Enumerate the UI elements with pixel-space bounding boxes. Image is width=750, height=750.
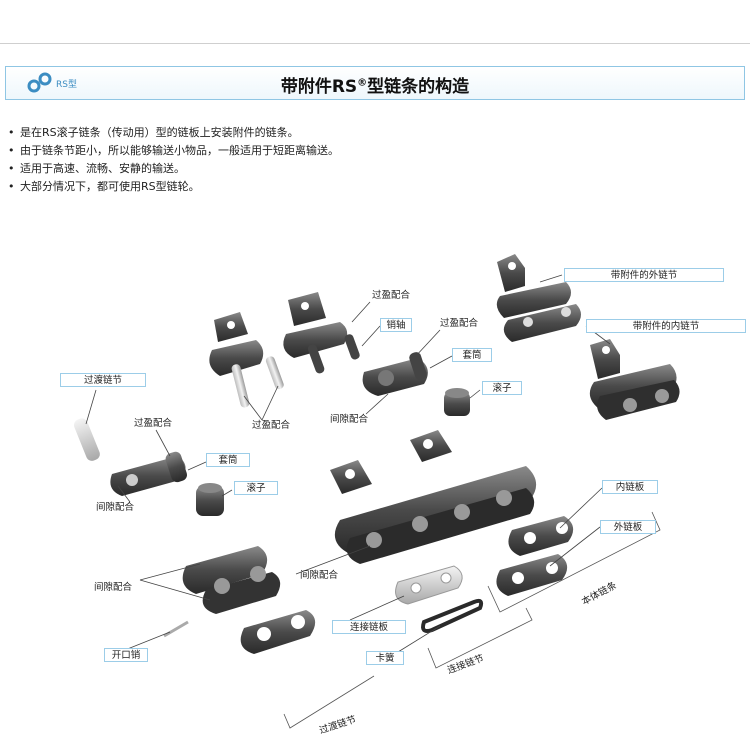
- label-clearance-fit-4: 间隙配合: [94, 582, 133, 593]
- section-header: RS型 带附件RS®型链条的构造: [5, 66, 745, 100]
- roller-2-part: [196, 483, 224, 516]
- label-spring-clip: 卡簧: [366, 651, 404, 665]
- label-roller-1: 滚子: [482, 381, 522, 395]
- label-clearance-fit-3: 间隙配合: [300, 570, 339, 581]
- feature-item: 是在RS滚子链条（传动用）型的链板上安装附件的链条。: [8, 124, 339, 142]
- connecting-plate-part: [395, 565, 463, 605]
- connecting-link-assembly: [182, 546, 281, 614]
- outer-link-with-attachment: [496, 254, 581, 342]
- label-clearance-fit-1: 间隙配合: [330, 414, 369, 425]
- assembled-chain: [330, 430, 537, 564]
- attachment-plate-with-pins-2: [283, 292, 360, 374]
- label-pin: 销轴: [380, 318, 412, 332]
- title-tail: 型链条的构造: [367, 77, 470, 97]
- feature-item: 由于链条节距小，所以能够输送小物品，一般适用于短距离输送。: [8, 142, 339, 160]
- label-interference-fit-2: 过盈配合: [440, 318, 479, 329]
- feature-item: 大部分情况下，都可使用RS型链轮。: [8, 178, 339, 196]
- top-divider: [0, 43, 750, 44]
- feature-item: 适用于高速、流畅、安静的输送。: [8, 160, 339, 178]
- chain-link-logo-icon: [27, 72, 52, 93]
- label-inner-link-attachment: 带附件的内链节: [586, 319, 746, 333]
- attachment-plate-with-pins-1: [209, 312, 284, 408]
- roller-1-part: [444, 388, 470, 416]
- loose-outer-plate: [240, 610, 316, 654]
- title-main: 带附件RS: [280, 77, 358, 97]
- spring-clip-part: [421, 598, 484, 633]
- inner-plate-part: [508, 516, 574, 556]
- feature-list: 是在RS滚子链条（传动用）型的链板上安装附件的链条。 由于链条节距小，所以能够输…: [8, 124, 339, 196]
- cotter-pin-part: [163, 620, 189, 638]
- outer-plate-part: [496, 554, 568, 596]
- inner-plate-with-bushes: [362, 352, 428, 396]
- series-tag: RS型: [56, 80, 77, 90]
- transition-pin: [74, 418, 100, 461]
- page-title: 带附件RS®型链条的构造: [6, 72, 744, 97]
- offset-plate-with-bush: [110, 451, 187, 496]
- label-clearance-fit-2: 间隙配合: [96, 502, 135, 513]
- label-outer-plate: 外链板: [600, 520, 656, 534]
- inner-link-with-attachment: [589, 339, 680, 420]
- label-outer-link-attachment: 带附件的外链节: [564, 268, 724, 282]
- label-bush-1: 套筒: [452, 348, 492, 362]
- leader-lines: [85, 274, 611, 653]
- label-bush-2: 套筒: [206, 453, 250, 467]
- label-roller-2: 滚子: [234, 481, 278, 495]
- label-connecting-plate: 连接链板: [332, 620, 406, 634]
- label-interference-fit-3: 过盈配合: [252, 420, 291, 431]
- range-brackets: [283, 511, 661, 729]
- label-cotter-pin: 开口销: [104, 648, 148, 662]
- label-interference-fit-1: 过盈配合: [372, 290, 411, 301]
- label-interference-fit-4: 过盈配合: [134, 418, 173, 429]
- label-transition-link-top: 过渡链节: [60, 373, 146, 387]
- label-inner-plate: 内链板: [602, 480, 658, 494]
- title-registered-mark: ®: [357, 77, 368, 89]
